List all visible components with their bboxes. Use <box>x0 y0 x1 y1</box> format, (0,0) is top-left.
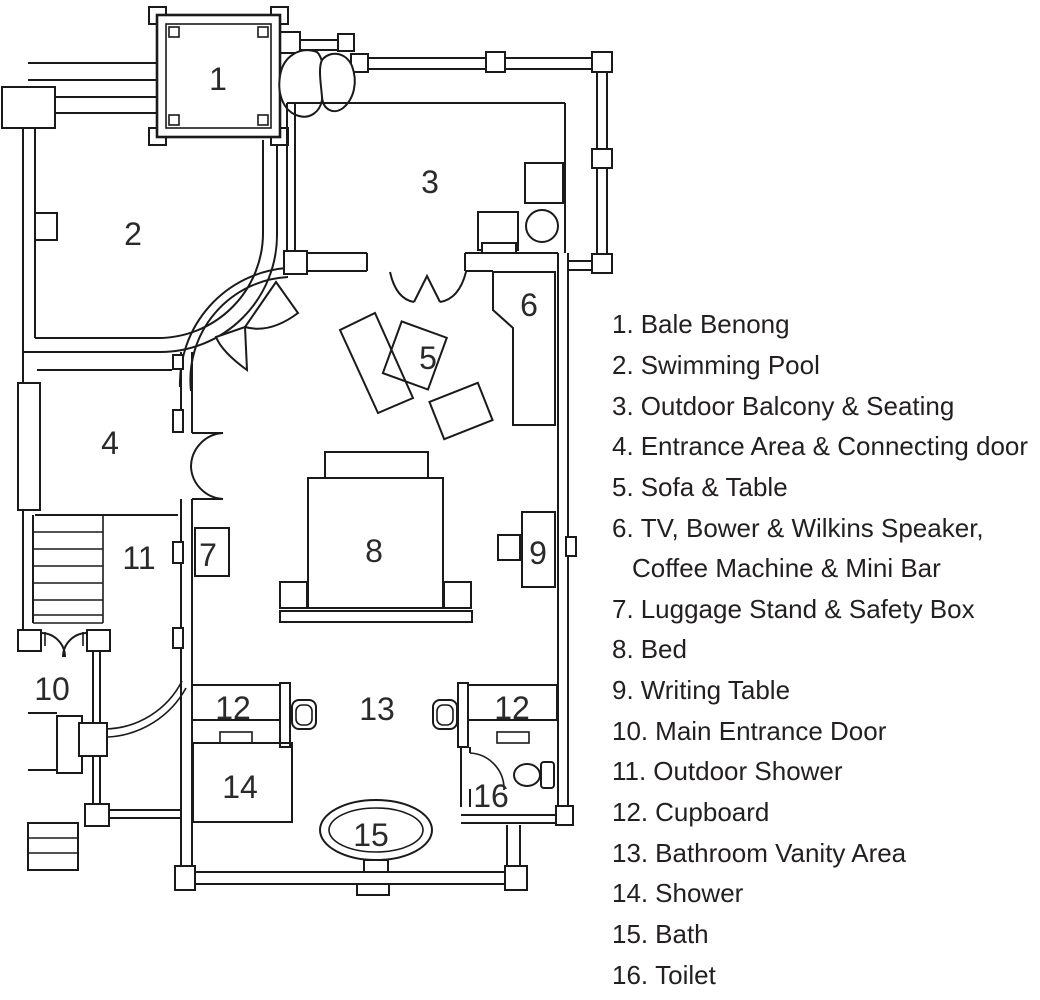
pool-walls <box>22 128 278 353</box>
legend-item-7: 7. Luggage Stand & Safety Box <box>612 588 1036 629</box>
legend-item-16: 16. Toilet <box>612 954 1036 995</box>
writing-table <box>497 511 556 588</box>
room-label-7: 7 <box>199 537 217 573</box>
room-label-11: 11 <box>122 540 155 576</box>
bed <box>279 451 473 623</box>
legend-item-label: Cupboard <box>655 797 770 827</box>
legend-item-label: Outdoor Balcony & Seating <box>640 390 955 421</box>
legend-item-number: 9. <box>612 675 634 706</box>
balcony-furniture <box>477 162 564 251</box>
room-label-3: 3 <box>421 164 439 200</box>
room-label-8: 8 <box>365 533 383 569</box>
legend-item-number: 2. <box>612 349 634 380</box>
legend-item-label: Bath <box>655 918 709 949</box>
legend-item-label: Sofa & Table <box>640 471 788 502</box>
room-label-4: 4 <box>101 425 119 461</box>
legend-item-number: 15. <box>612 918 649 949</box>
legend-item-number: 13. <box>612 837 649 868</box>
bush-shapes <box>278 49 356 118</box>
legend-item-number: 7. <box>612 593 634 624</box>
gate-and-fence <box>27 651 187 871</box>
outer-wall-bottom <box>174 825 528 896</box>
legend-item-4: 4. Entrance Area & Connecting door <box>612 426 1036 467</box>
legend-item-label: Writing Table <box>640 675 791 706</box>
legend-item-number: 11. <box>612 756 647 787</box>
room-label-1: 1 <box>209 61 227 97</box>
bedroom-walls <box>172 242 577 872</box>
legend-item-5: 5. Sofa & Table <box>612 467 1036 508</box>
room-label-10: 10 <box>34 671 70 707</box>
legend-item-number: 5. <box>612 471 634 502</box>
legend-item-label: Outdoor Shower <box>653 756 843 787</box>
room-label-13: 13 <box>359 691 395 727</box>
legend-item-label: Bathroom Vanity Area <box>655 837 907 868</box>
walkway-lines <box>1 62 157 129</box>
room-label-14: 14 <box>222 769 258 805</box>
legend-item-label-continuation: Coffee Machine & Mini Bar <box>632 553 941 584</box>
room-number-labels: 1 2 3 4 5 6 7 8 9 10 11 12 12 13 14 15 1… <box>34 61 547 853</box>
legend-item-number: 6. <box>612 512 634 543</box>
entrance-room <box>17 352 178 631</box>
balcony-walls <box>286 102 566 253</box>
legend-item-number: 14. <box>612 878 649 909</box>
legend-item-3: 3. Outdoor Balcony & Seating <box>612 385 1036 426</box>
room-label-16: 16 <box>473 778 509 814</box>
legend-item-number: 4. <box>612 431 634 462</box>
legend-item-15: 15. Bath <box>612 914 1036 955</box>
sofa-and-tables <box>338 311 494 441</box>
legend-item-label: Swimming Pool <box>640 349 820 380</box>
legend-item-label: Bed <box>640 634 687 665</box>
room-label-12-left: 12 <box>215 690 251 726</box>
room-label-5: 5 <box>419 340 437 376</box>
legend-item-9: 9. Writing Table <box>612 670 1036 711</box>
legend-item-13: 13. Bathroom Vanity Area <box>612 832 1036 873</box>
legend-item-number: 10. <box>612 715 649 746</box>
main-entrance-door <box>17 629 111 658</box>
stairs <box>33 515 104 624</box>
legend: 1. Bale Benong 2. Swimming Pool 3. Outdo… <box>612 304 1036 995</box>
legend-item-6: 6. TV, Bower & Wilkins Speaker, <box>612 507 1036 548</box>
legend-item-label: Toilet <box>655 959 716 990</box>
room-label-9: 9 <box>529 535 547 571</box>
legend-item-label: Luggage Stand & Safety Box <box>640 593 975 624</box>
legend-item-10: 10. Main Entrance Door <box>612 710 1036 751</box>
legend-item-12: 12. Cupboard <box>612 792 1036 833</box>
railing <box>276 31 613 274</box>
luggage-stand <box>194 527 230 577</box>
legend-item-number: 1. <box>612 309 634 340</box>
bale-benong-structure <box>148 6 289 146</box>
legend-item-label: Main Entrance Door <box>655 715 887 746</box>
room-label-2: 2 <box>124 216 142 252</box>
floor-plan-drawing: 1 2 3 4 5 6 7 8 9 10 11 12 12 13 14 15 1… <box>1 6 613 896</box>
legend-item-2: 2. Swimming Pool <box>612 345 1036 386</box>
legend-item-number: 8. <box>612 634 634 665</box>
legend-item-1: 1. Bale Benong <box>612 304 1036 345</box>
legend-item-number: 12. <box>612 797 649 827</box>
legend-item-11: 11. Outdoor Shower <box>612 751 1036 792</box>
legend-item-14: 14. Shower <box>612 873 1036 914</box>
legend-item-8: 8. Bed <box>612 629 1036 670</box>
legend-item-number: 16. <box>612 959 649 990</box>
room-label-12-right: 12 <box>494 690 530 726</box>
legend-item-6-line2: Coffee Machine & Mini Bar <box>612 548 1036 589</box>
tv-minibar-cabinet <box>492 271 556 426</box>
legend-item-number: 3. <box>612 390 634 421</box>
legend-item-label: Entrance Area & Connecting door <box>640 431 1029 462</box>
room-label-6: 6 <box>520 287 538 323</box>
legend-item-label: Shower <box>655 878 744 909</box>
legend-item-label: TV, Bower & Wilkins Speaker, <box>640 512 984 543</box>
legend-item-label: Bale Benong <box>640 309 790 340</box>
room-label-15: 15 <box>353 817 389 853</box>
